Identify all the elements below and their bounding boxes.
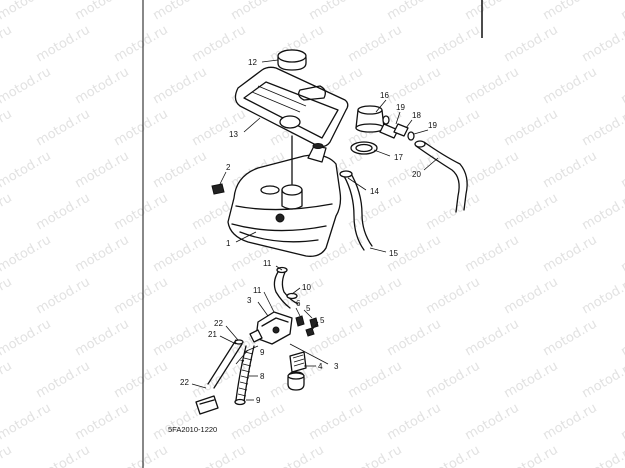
part-label-5a: 5 — [306, 304, 311, 313]
drain-hose-part — [207, 339, 244, 389]
part-label-21: 21 — [208, 330, 217, 339]
fuel-hose-part — [273, 266, 299, 309]
fuel-tank-part — [227, 135, 342, 257]
part-label-16: 16 — [380, 91, 389, 100]
part-label-9b: 9 — [256, 396, 261, 405]
overflow-hose-part — [339, 170, 373, 251]
part-label-8: 8 — [260, 372, 265, 381]
watermark-text: motod.ru — [619, 0, 625, 23]
part-label-15: 15 — [389, 249, 398, 258]
cap-seal-part — [355, 105, 385, 133]
vacuum-hose-part — [234, 345, 255, 406]
part-label-18: 18 — [412, 111, 421, 120]
part-label-7: 7 — [240, 359, 245, 368]
joint-fitting-part — [379, 115, 415, 141]
hose-clamp-part — [350, 141, 378, 155]
breather-hose-part — [414, 140, 468, 213]
part-label-2: 2 — [226, 163, 231, 172]
part-number-labels: 12 13 16 19 18 19 17 20 2 14 1 15 11 10 … — [180, 58, 437, 405]
part-label-3b: 3 — [334, 362, 339, 371]
part-label-5b: 5 — [320, 316, 325, 325]
part-label-12: 12 — [248, 58, 257, 67]
hose-clip-part — [195, 395, 219, 415]
fuel-filter-part — [287, 351, 307, 391]
part-label-11b: 11 — [253, 286, 262, 295]
part-label-6: 6 — [296, 299, 301, 308]
part-label-10: 10 — [302, 283, 311, 292]
part-label-22a: 22 — [214, 319, 223, 328]
part-label-1: 1 — [226, 239, 231, 248]
tank-cap-part — [277, 49, 307, 71]
part-label-20: 20 — [412, 170, 421, 179]
part-label-22b: 22 — [180, 378, 189, 387]
leader-lines — [191, 59, 439, 401]
bolt-part — [211, 171, 227, 195]
part-label-4: 4 — [318, 362, 323, 371]
figure-code: 5FA2010-1220 — [168, 425, 217, 434]
part-label-14: 14 — [370, 187, 379, 196]
part-label-13: 13 — [229, 130, 238, 139]
part-label-19b: 19 — [428, 121, 437, 130]
tank-cover-tray-part — [234, 66, 349, 148]
part-label-3a: 3 — [247, 296, 252, 305]
fuel-cock-part — [249, 311, 293, 345]
part-label-17: 17 — [394, 153, 403, 162]
part-label-9a: 9 — [260, 348, 265, 357]
part-label-19a: 19 — [396, 103, 405, 112]
part-label-11a: 11 — [263, 259, 272, 268]
